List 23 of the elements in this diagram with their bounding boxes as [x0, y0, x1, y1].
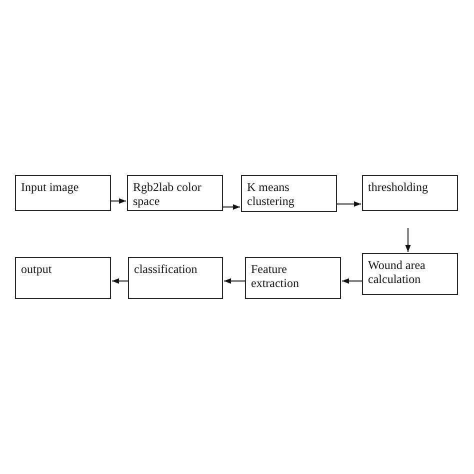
- arrow: [112, 278, 128, 284]
- process-box: [362, 175, 458, 211]
- box-label: classification: [134, 262, 198, 276]
- box-label: Rgb2lab color space: [133, 180, 202, 209]
- box-label: Feature extraction: [251, 262, 300, 291]
- process-box: [15, 175, 111, 211]
- box-label: K means clustering: [247, 180, 296, 209]
- arrow: [224, 278, 246, 284]
- arrow: [222, 204, 240, 210]
- box-label: Input image: [21, 180, 80, 194]
- process-box: [128, 257, 223, 299]
- box-label: thresholding: [368, 180, 429, 194]
- process-box: [362, 253, 458, 295]
- process-box: [15, 257, 111, 299]
- process-box: [241, 175, 337, 212]
- box-label: Wound area calculation: [368, 258, 426, 287]
- process-box: [245, 257, 341, 299]
- arrow: [342, 278, 362, 284]
- arrow: [405, 228, 411, 252]
- arrow: [336, 201, 362, 207]
- arrow: [110, 198, 126, 204]
- box-label: output: [21, 262, 53, 276]
- process-box: [127, 175, 223, 211]
